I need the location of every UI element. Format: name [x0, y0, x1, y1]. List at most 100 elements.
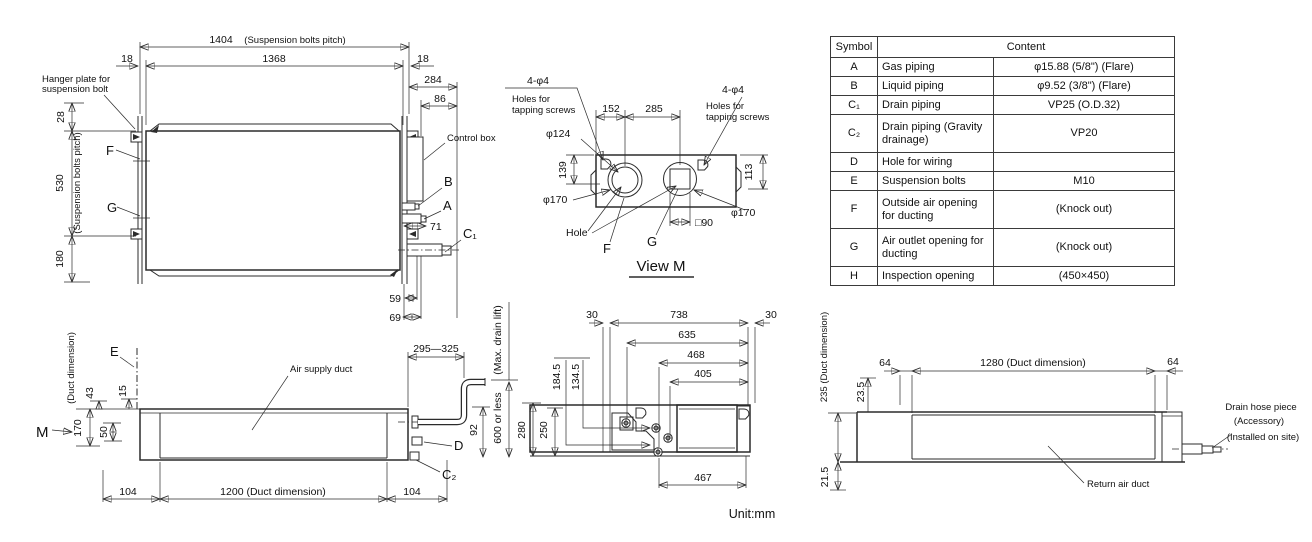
- dia-170-right-label: φ170: [731, 207, 755, 219]
- callout-e: E: [110, 344, 119, 359]
- dim-23-5: 23.5: [855, 382, 867, 403]
- dim-43: 43: [84, 387, 96, 399]
- callout-c1: C₁: [463, 226, 477, 241]
- table-row: C₂ Drain piping (Gravity drainage) VP20: [830, 114, 1175, 153]
- unit-body-side: [139, 408, 409, 461]
- plan-view: 1404 (Suspension bolts pitch) 1368 18 18…: [42, 34, 496, 324]
- hole-label: Hole: [566, 227, 588, 239]
- drain-hose-label-1: Drain hose piece: [1225, 402, 1296, 413]
- wiring-hole-d: [411, 436, 423, 446]
- table-row: D Hole for wiring: [830, 152, 1175, 172]
- dim-600-or-less: 600 or less: [492, 392, 504, 443]
- dim-28: 28: [55, 111, 67, 123]
- table-row: G Air outlet opening for ducting (Knock …: [830, 228, 1175, 267]
- dim-235-duct: 235 (Duct dimension): [819, 312, 830, 402]
- dia-170-left-label: φ170: [543, 194, 567, 206]
- callout-c2: C₂: [442, 467, 456, 482]
- dim-suspension-pitch-w-note: (Suspension bolts pitch): [244, 35, 345, 46]
- max-drain-lift-note: (Max. drain lift): [492, 305, 504, 374]
- dim-295-325: 295—325: [413, 343, 459, 355]
- table-row: A Gas piping φ15.88 (5/8") (Flare): [830, 57, 1175, 77]
- dim-92: 92: [468, 424, 480, 436]
- dim-738: 738: [670, 309, 688, 321]
- duct-dimension-note: (Duct dimension): [66, 332, 77, 404]
- panel-slots: [590, 166, 742, 196]
- screw-icon: [663, 433, 673, 443]
- suspension-rails: [137, 116, 408, 284]
- dim-180: 180: [54, 250, 66, 268]
- label-g: G: [647, 234, 657, 249]
- drain-c2-fitting: [409, 451, 420, 461]
- dim-530: 530: [54, 174, 66, 192]
- dim-280: 280: [516, 421, 528, 439]
- tapping-holes-qty-right: 4-φ4: [722, 84, 744, 96]
- return-air-duct-label: Return air duct: [1087, 479, 1150, 490]
- dim-86: 86: [434, 93, 446, 105]
- dim-69: 69: [389, 312, 401, 324]
- dim-71: 71: [430, 221, 442, 233]
- drain-bracket: [611, 412, 655, 451]
- callout-d: D: [454, 438, 463, 453]
- unit-outline-return: [840, 411, 1185, 463]
- dim-end-right: 18: [417, 53, 429, 65]
- dim-30-left: 30: [586, 309, 598, 321]
- dim-152: 152: [602, 103, 620, 115]
- dim-body-width: 1368: [262, 53, 286, 65]
- header-symbol: Symbol: [830, 36, 878, 58]
- label-f: F: [603, 241, 611, 256]
- table-row: B Liquid piping φ9.52 (3/8") (Flare): [830, 76, 1175, 96]
- drain-hose-label-3: (Installed on site): [1227, 432, 1299, 443]
- dim-30-right: 30: [765, 309, 777, 321]
- tapping-holes-note-left-2: tapping screws: [512, 105, 576, 116]
- dim-50: 50: [98, 426, 110, 438]
- knockout-clip: [635, 407, 647, 419]
- knockout-clip: [697, 159, 709, 171]
- opening-g-square: [669, 168, 691, 190]
- tapping-holes-note-left-1: Holes for: [512, 94, 550, 105]
- dim-467: 467: [694, 472, 712, 484]
- unit-body-plan: [145, 130, 401, 271]
- end-flange: [736, 405, 751, 453]
- opening-f-outer: [607, 162, 643, 198]
- table-row: C₁ Drain piping VP25 (O.D.32): [830, 95, 1175, 115]
- tapping-holes-qty-left: 4-φ4: [527, 75, 549, 87]
- dim-635: 635: [678, 329, 696, 341]
- dim-184-5: 184.5: [551, 364, 563, 390]
- view-m: 152 285 4-φ4 Holes for tapping screws φ1…: [505, 75, 770, 278]
- hanger-plate-label-2: suspension bolt: [42, 84, 108, 95]
- table-row: H Inspection opening (450×450): [830, 266, 1175, 286]
- tapping-holes-note-right-2: tapping screws: [706, 112, 770, 123]
- liquid-pipe-stub: [401, 202, 416, 211]
- end-panel: [595, 154, 737, 208]
- dim-285: 285: [645, 103, 663, 115]
- view-m-title: View M: [637, 258, 686, 275]
- dim-113: 113: [743, 163, 755, 180]
- section-view: 30 738 30 635 468 405 184.5 134.5 280 25…: [516, 309, 777, 488]
- side-view-return: 64 1280 (Duct dimension) 64 23.5 235 (Du…: [819, 312, 1299, 490]
- header-content: Content: [877, 36, 1175, 58]
- dim-21-5: 21.5: [819, 467, 831, 488]
- table-row: F Outside air opening for ducting (Knock…: [830, 190, 1175, 229]
- dim-530-note: (Suspension bolts pitch): [72, 132, 83, 233]
- dim-end-left: 18: [121, 53, 133, 65]
- hanger-plate-label-1: Hanger plate for: [42, 74, 110, 85]
- dim-64-left: 64: [879, 357, 891, 369]
- drain-hose-label-2: (Accessory): [1234, 416, 1284, 427]
- control-box-bottom: [676, 404, 738, 453]
- symbol-table: Symbol Content A Gas piping φ15.88 (5/8"…: [830, 36, 1175, 286]
- dia-124-label: φ124: [546, 128, 570, 140]
- dim-104-right: 104: [403, 486, 421, 498]
- section-m-label: M: [36, 424, 49, 441]
- dim-15: 15: [117, 385, 129, 397]
- dim-104-left: 104: [119, 486, 137, 498]
- dim-suspension-pitch-w: 1404: [209, 34, 233, 46]
- control-box-label: Control box: [447, 133, 496, 144]
- dim-284: 284: [424, 74, 442, 86]
- side-view-supply: E 43 15 50 170 (Duct dimension) M Air su…: [36, 302, 518, 502]
- callout-g: G: [107, 200, 117, 215]
- unit-note: Unit:mm: [729, 507, 776, 521]
- dim-59: 59: [389, 293, 401, 305]
- end-cap: [1161, 411, 1183, 463]
